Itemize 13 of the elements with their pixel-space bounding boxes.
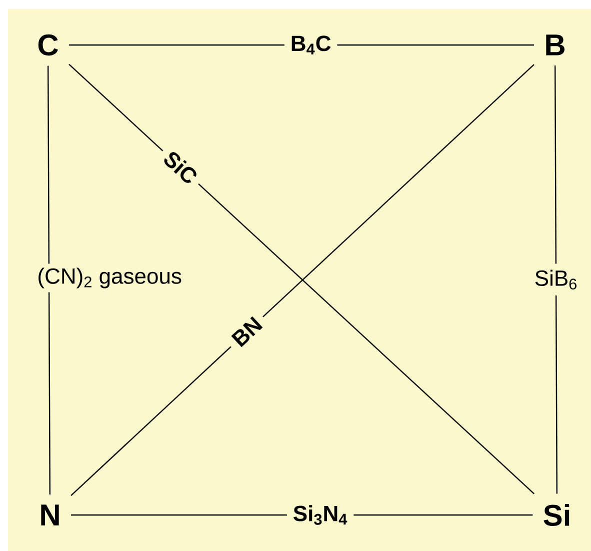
- edge-label: (CN)$_{2}$ gaseous: [33, 264, 186, 292]
- edge-label: BN: [222, 306, 272, 357]
- element-label: C: [38, 34, 58, 56]
- edge-label: SiB$_{6}$: [528, 264, 584, 296]
- connector-line: [554, 66, 558, 494]
- connector-line: [48, 66, 51, 494]
- edge-label: Si$_{3}$N$_{4}$: [286, 499, 354, 531]
- element-label: N: [41, 504, 59, 526]
- element-label: Si: [544, 504, 570, 526]
- connector-line: [69, 44, 534, 46]
- element-label: B: [546, 34, 564, 56]
- edge-label: SiC: [153, 140, 208, 194]
- edge-label: B$_{4}$C: [284, 30, 338, 60]
